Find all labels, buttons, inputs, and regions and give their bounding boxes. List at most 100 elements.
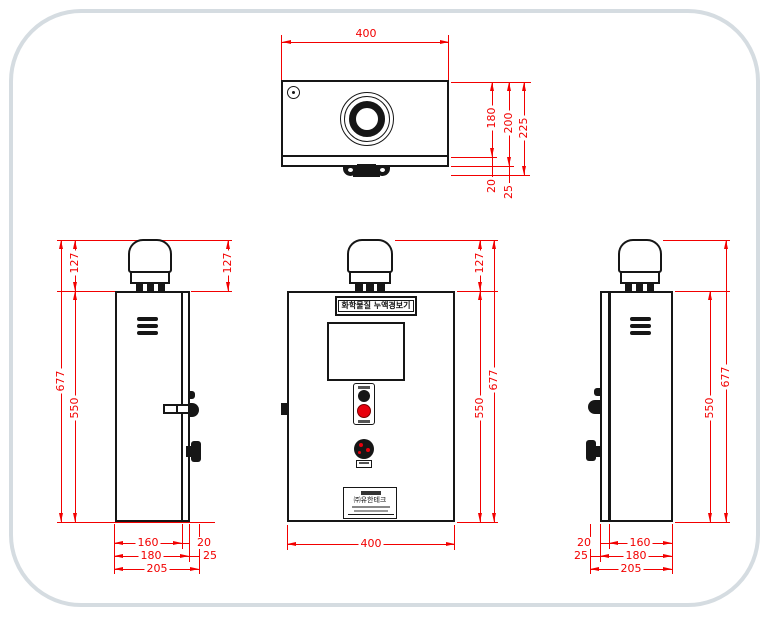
dimension-line (189, 556, 199, 557)
center-connector-base (353, 171, 380, 177)
emergency-button-label-text (359, 462, 369, 464)
maker-address-line (352, 506, 390, 508)
dim-label-right-25: 25 (572, 548, 590, 563)
extension-line (281, 35, 282, 80)
dim-label-right-180: 180 (623, 548, 649, 563)
product-label-text: 화학물질 누액경보기 (338, 300, 414, 312)
dim-label-top-s2: 25 (501, 183, 516, 201)
beacon-top-ring-thick (349, 101, 385, 137)
door-latch (588, 400, 600, 414)
beacon-dome (347, 239, 393, 273)
side-knob-cap (191, 441, 201, 462)
dim-label-left-body: 550 (67, 395, 82, 421)
dim-label-left-205: 205 (144, 561, 170, 576)
extension-line (451, 157, 497, 158)
enclosure-side-body (609, 291, 673, 522)
beacon-foot (625, 283, 632, 291)
product-label-plate: 화학물질 누액경보기 (335, 296, 417, 316)
hinge-bump (594, 388, 602, 396)
handle-divider (176, 405, 178, 413)
dim-label-left-160: 160 (135, 535, 161, 550)
page-border-frame (9, 9, 760, 607)
extension-line (448, 35, 449, 80)
hinge-bump (188, 391, 195, 399)
extension-line (509, 166, 510, 185)
dim-label-top-depth1: 180 (484, 105, 499, 131)
beacon-dome (128, 239, 172, 273)
side-knob-cap (586, 440, 596, 461)
display-window (327, 322, 405, 381)
vent-slot (630, 317, 651, 321)
dim-label-front-width: 400 (358, 536, 384, 551)
dim-label-front-body: 550 (472, 395, 487, 421)
extension-line (191, 291, 232, 292)
red-indicator-button (357, 404, 371, 418)
dimension-line (590, 556, 600, 557)
dim-label-left-25: 25 (201, 548, 219, 563)
maker-phone-line (354, 510, 388, 512)
extension-line (663, 240, 730, 241)
emergency-button (354, 439, 374, 459)
beacon-foot (136, 283, 143, 291)
extension-line (457, 291, 498, 292)
extension-line (492, 157, 493, 178)
side-knob-stem (186, 446, 192, 457)
extension-line (675, 522, 730, 523)
dim-label-left-beacon: 127 (67, 250, 82, 276)
extension-line (672, 524, 673, 574)
extension-line (287, 525, 288, 550)
screw-hole-center (292, 91, 295, 94)
dim-label-left-180: 180 (138, 548, 164, 563)
emergency-button-dot (366, 448, 370, 452)
extension-line (675, 291, 730, 292)
nameplate-rule (348, 514, 394, 515)
dimension-line (182, 543, 190, 544)
center-connector-block (357, 164, 376, 172)
beacon-foot (147, 283, 154, 291)
dim-label-top-depth2: 200 (501, 110, 516, 136)
dimension-line (282, 40, 449, 44)
extension-line (182, 524, 183, 549)
indicator-plate-bottom-text (358, 420, 370, 423)
extension-line (454, 525, 455, 550)
maker-logo-mark (361, 491, 381, 495)
maker-company-name: ㈜유한테크 (353, 496, 387, 504)
dim-label-left-20: 20 (195, 535, 213, 550)
extension-line (57, 291, 115, 292)
extension-line (609, 524, 610, 549)
beacon-foot (355, 283, 363, 291)
extension-line (457, 522, 498, 523)
extension-line (451, 175, 530, 176)
extension-line (451, 166, 514, 167)
extension-line (395, 240, 498, 241)
maker-nameplate: ㈜유한테크 (343, 487, 397, 519)
dim-label-top-s1: 20 (484, 177, 499, 195)
cable-gland-left-hole (348, 168, 353, 172)
beacon-foot (377, 283, 385, 291)
extension-line (114, 524, 115, 574)
black-indicator-button (358, 390, 370, 402)
beacon-foot (366, 283, 374, 291)
vent-slot (137, 331, 158, 335)
dim-label-right-total: 677 (718, 364, 733, 390)
dim-label-front-total: 677 (486, 367, 501, 393)
side-knob-stem (596, 446, 602, 457)
dim-label-front-beacon: 127 (472, 250, 487, 276)
dim-label-left-total: 677 (53, 368, 68, 394)
indicator-plate-top-text (358, 386, 370, 389)
dim-label-top-depth3: 225 (516, 115, 531, 141)
dim-label-right-205: 205 (618, 561, 644, 576)
dim-label-right-160: 160 (627, 535, 653, 550)
emergency-button-label (356, 460, 372, 468)
vent-slot (137, 324, 158, 328)
cable-gland-right-hole (380, 168, 385, 172)
beacon-foot (158, 283, 165, 291)
extension-line (57, 522, 215, 523)
beacon-dome (618, 239, 662, 273)
dim-label-right-20: 20 (575, 535, 593, 550)
dim-label-left-beacon2: 127 (220, 250, 235, 276)
vent-slot (137, 317, 158, 321)
beacon-foot (636, 283, 643, 291)
dim-label-right-body: 550 (702, 395, 717, 421)
